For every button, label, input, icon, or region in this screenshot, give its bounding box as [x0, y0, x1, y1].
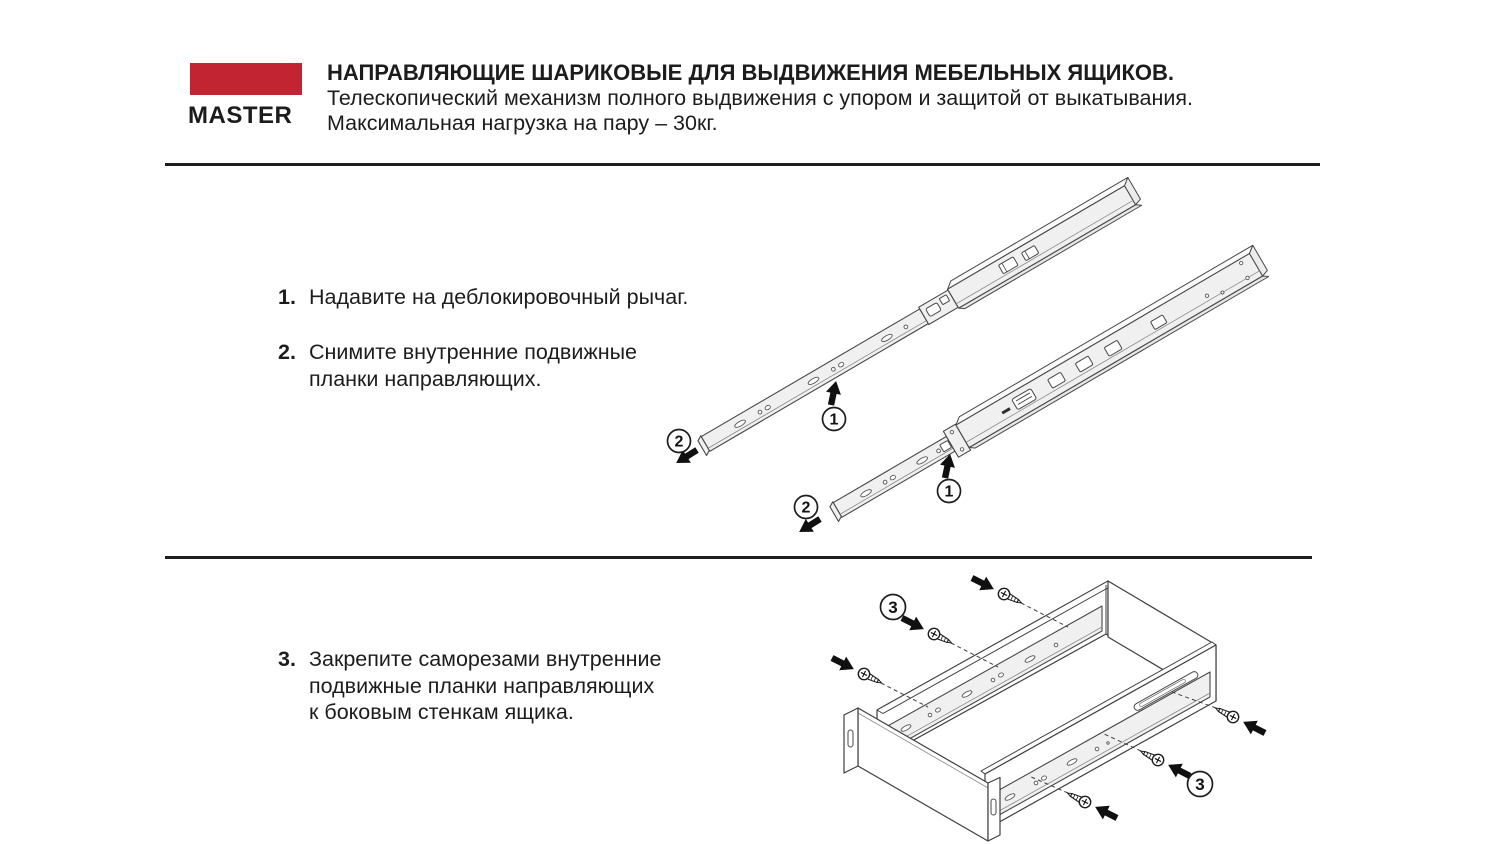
step-3-number: 3.	[278, 647, 296, 671]
callout-remove-lower-num: 2	[802, 500, 811, 517]
release-lever	[1133, 671, 1199, 711]
callout-remove-lower	[793, 494, 819, 520]
doc-load-note: Максимальная нагрузка на пару – 30кг.	[327, 111, 718, 135]
step-3: 3. Закрепите саморезами внутренние подвиж…	[278, 646, 661, 726]
step-1-number: 1.	[278, 285, 296, 309]
step-2-text: Снимите внутренние подвижные	[309, 340, 638, 364]
step-1-line: 1. Надавите на деблокировочный рычаг.	[278, 284, 688, 311]
mounting-holes	[734, 324, 909, 428]
screw-icon	[1212, 702, 1242, 726]
screw-direction-arrow-icon	[1091, 800, 1121, 825]
step-2: 2. Снимите внутренние подвижные планки на…	[278, 339, 637, 392]
slide-rail-upper	[697, 176, 1143, 457]
step-3-text-cont2: к боковым стенкам ящика.	[309, 700, 574, 724]
screw-icon	[1137, 745, 1167, 769]
divider-top	[165, 163, 1320, 166]
step-3-text: Закрепите саморезами внутренние	[309, 647, 662, 671]
callout-press-lower	[936, 478, 962, 504]
step-3-text-cont1: подвижные планки направляющих	[309, 673, 655, 698]
callout-fasten-top	[879, 593, 907, 621]
screw-direction-arrow-icon	[968, 571, 998, 596]
screw-icon	[995, 585, 1025, 609]
callout-remove-upper-num: 2	[675, 434, 684, 451]
mounting-holes	[860, 448, 941, 498]
step-2-line: 2. Снимите внутренние подвижные	[278, 339, 637, 366]
drawer-box	[843, 580, 1217, 842]
callout-press-lower-num: 1	[945, 484, 954, 501]
step-3-line: 3. Закрепите саморезами внутренние	[278, 646, 661, 673]
callout-fasten-top-num: 3	[888, 598, 897, 617]
screw-icon	[925, 625, 955, 649]
callout-remove-upper	[666, 428, 692, 454]
callout-fasten-bottom	[1186, 770, 1214, 798]
brand-name: MASTER	[188, 102, 293, 129]
drawer-front-panel	[843, 707, 1001, 842]
divider-middle	[165, 556, 1312, 559]
doc-subtitle: Телескопический механизм полного выдвиже…	[327, 86, 1193, 110]
callout-press-upper	[821, 406, 847, 432]
step-2-text-cont: планки направляющих.	[309, 366, 542, 391]
callout-fasten-bottom-num: 3	[1195, 775, 1204, 794]
brand-logo-bar	[190, 63, 302, 95]
screw-icon	[1064, 787, 1094, 811]
drawer-diagram: 3 3	[828, 571, 1269, 842]
slides-diagram: 1 2 1 2	[666, 176, 1270, 539]
near-side-rail	[991, 671, 1211, 820]
slide-rail-lower	[829, 244, 1270, 523]
step-1: 1. Надавите на деблокировочный рычаг.	[278, 284, 688, 311]
screw-direction-arrow-icon	[828, 651, 858, 676]
doc-title: НАПРАВЛЯЮЩИЕ ШАРИКОВЫЕ ДЛЯ ВЫДВИЖЕНИЯ МЕ…	[327, 60, 1174, 85]
step-2-number: 2.	[278, 340, 296, 364]
callout-press-upper-num: 1	[830, 412, 839, 429]
step-1-text: Надавите на деблокировочный рычаг.	[309, 285, 689, 309]
screw-direction-arrow-icon	[1239, 715, 1269, 740]
screw-icon	[855, 665, 885, 689]
